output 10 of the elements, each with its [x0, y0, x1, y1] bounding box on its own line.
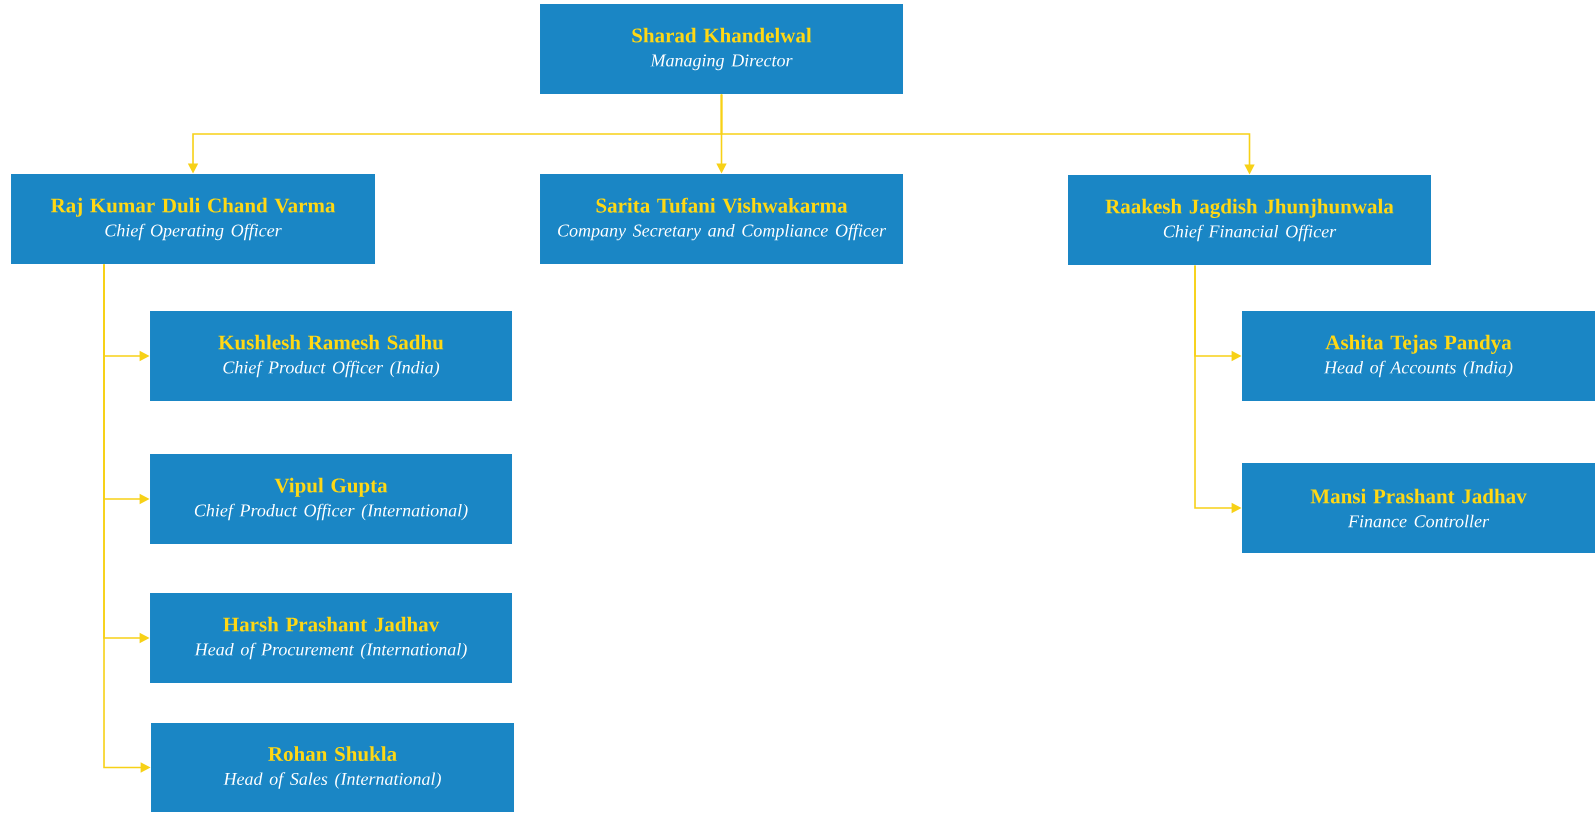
- person-box: Raakesh Jagdish Jhunjhunwala Chief Financial Officer: [1068, 175, 1431, 265]
- person-box: Kushlesh Ramesh Sadhu Chief Product Officer (India): [150, 311, 512, 401]
- person-box: Rohan Shukla Head of Sales (International): [151, 723, 514, 812]
- person-box: Harsh Prashant Jadhav Head of Procurement (International): [150, 593, 512, 683]
- person-box: Sarita Tufani Vishwakarma Company Secretary and Compliance Officer: [540, 174, 903, 264]
- person-box: Ashita Tejas Pandya Head of Accounts (India): [1242, 311, 1595, 401]
- person-box: Raj Kumar Duli Chand Varma Chief Operating Officer: [11, 174, 375, 264]
- person-box: Vipul Gupta Chief Product Officer (International): [150, 454, 512, 544]
- person-box: Sharad Khandelwal Managing Director: [540, 4, 903, 94]
- person-box: Mansi Prashant Jadhav Finance Controller: [1242, 463, 1595, 553]
